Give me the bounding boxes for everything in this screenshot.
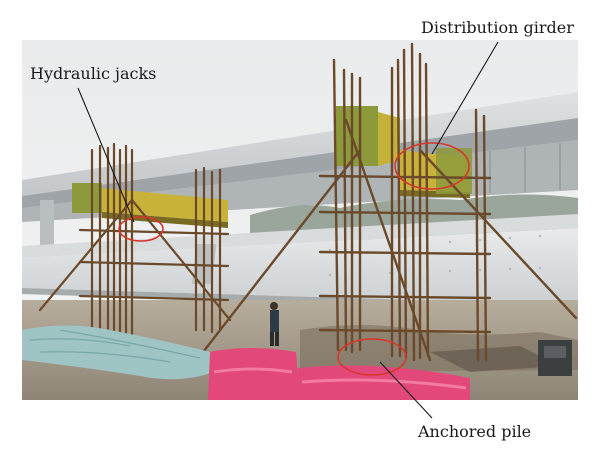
right-scaffold — [198, 42, 578, 362]
anchored-pile-label: Anchored pile — [418, 422, 532, 441]
distribution-girder-highlight — [394, 142, 470, 190]
worker-figure — [270, 302, 279, 346]
anchored-pile-leader — [379, 361, 433, 419]
equipment-right — [538, 340, 572, 376]
left-scaffold — [38, 142, 232, 338]
road-barriers — [208, 348, 470, 400]
photo-content — [22, 40, 578, 400]
hydraulic-jacks-highlight — [118, 216, 164, 242]
right-distribution-girder — [336, 106, 472, 198]
distribution-girder-leader — [431, 41, 499, 155]
hydraulic-jacks-leader — [77, 87, 135, 223]
hydraulic-jacks-label: Hydraulic jacks — [30, 64, 157, 83]
leader-lines — [77, 41, 499, 419]
anchored-pile-highlight — [337, 338, 407, 376]
distribution-girder-label: Distribution girder — [421, 18, 574, 37]
highlight-circles — [118, 142, 470, 376]
